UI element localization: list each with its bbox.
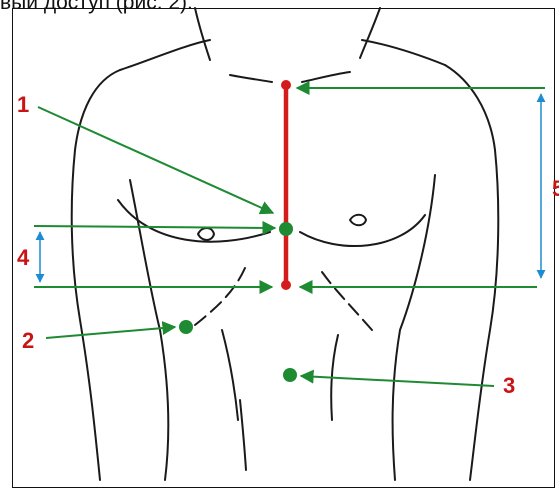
right-pectoral	[300, 215, 425, 246]
red-point-top	[281, 80, 291, 90]
navel-line	[240, 400, 246, 470]
left-nipple	[198, 228, 214, 240]
left-costal-margin	[195, 268, 245, 325]
red-point-bottom	[281, 280, 291, 290]
right-shoulder	[445, 65, 498, 480]
label-1: 1	[17, 92, 29, 117]
trapezius-right	[362, 40, 445, 65]
arrow-label-3	[301, 376, 494, 386]
green-point-xiphoid	[279, 222, 293, 236]
label-5: 5	[552, 176, 559, 201]
right-armpit	[393, 175, 435, 480]
neck-right-line	[360, 8, 380, 58]
right-costal-margin	[322, 272, 372, 330]
right-nipple	[350, 215, 366, 226]
label-2: 2	[22, 328, 34, 353]
arrow-left-upper	[34, 226, 275, 228]
green-point-abdomen	[283, 368, 297, 382]
label-3: 3	[503, 373, 515, 398]
arrow-label-2	[46, 327, 175, 338]
right-clavicle	[302, 72, 350, 82]
green-point-left	[179, 320, 193, 334]
label-4: 4	[17, 245, 30, 270]
trapezius-left	[120, 40, 210, 70]
abdomen-left	[222, 330, 238, 420]
neck-left-line	[195, 8, 210, 60]
left-clavicle	[230, 75, 272, 82]
left-shoulder	[72, 70, 120, 480]
